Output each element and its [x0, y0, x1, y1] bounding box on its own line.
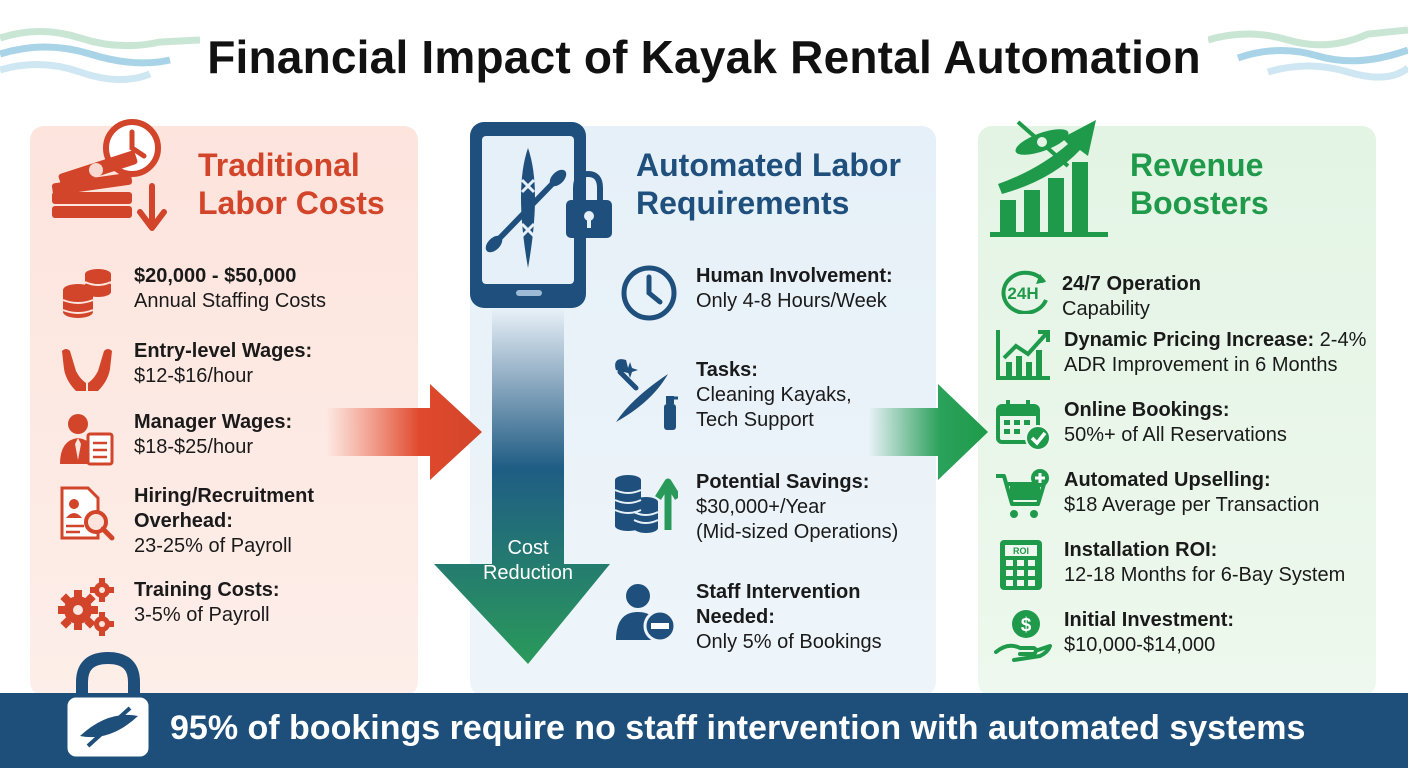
wave-decoration-left — [0, 28, 200, 84]
money-clock-down-icon — [51, 119, 167, 231]
list-item-training: Training Costs: 3-5% of Payroll — [58, 578, 280, 636]
list-item-initial-investment: $ Initial Investment: $10,000-$14,000 — [994, 608, 1234, 664]
list-item-upselling: Automated Upselling: $18 Average per Tran… — [994, 468, 1319, 522]
initial-investment-value: $10,000-$14,000 — [1064, 634, 1216, 656]
hiring-label-2: Overhead: — [134, 510, 233, 532]
human-involvement-value: Only 4-8 Hours/Week — [696, 290, 887, 312]
operation-label: 24/7 Operation — [1062, 273, 1201, 295]
automated-title: Automated Labor Requirements — [636, 147, 901, 221]
list-item-dynamic-pricing: Dynamic Pricing Increase: 2-4% ADR Improv… — [994, 328, 1366, 382]
revenue-title: Revenue Boosters — [1130, 147, 1269, 221]
training-value: 3-5% of Payroll — [134, 604, 270, 626]
coin-stack-icon — [62, 269, 112, 318]
calendar-check-icon — [996, 400, 1051, 451]
entry-wages-value: $12-$16/hour — [134, 365, 253, 387]
online-bookings-label: Online Bookings: — [1064, 399, 1230, 421]
list-item-online-bookings: Online Bookings: 50%+ of All Reservations — [994, 398, 1287, 452]
human-involvement-label: Human Involvement: — [696, 265, 893, 287]
cart-plus-icon — [996, 469, 1049, 518]
phone-kayak-lock-icon — [434, 122, 612, 664]
green-transition-arrow — [868, 384, 988, 480]
tools-kayak-icon — [615, 359, 678, 430]
traditional-title: Traditional Labor Costs — [198, 147, 385, 221]
line-chart-icon — [996, 330, 1050, 380]
initial-investment-label: Initial Investment: — [1064, 609, 1235, 631]
operation-value: Capability — [1062, 298, 1150, 320]
manager-wages-value: $18-$25/hour — [134, 436, 253, 458]
entry-wages-label: Entry-level Wages: — [134, 340, 313, 362]
installation-roi-value: 12-18 Months for 6-Bay System — [1064, 564, 1346, 586]
list-item-human-involvement: Human Involvement: Only 4-8 Hours/Week — [620, 264, 893, 322]
cost-reduction-label: Cost Reduction — [482, 537, 574, 584]
growth-chart-kayak-icon — [990, 120, 1108, 237]
tasks-label: Tasks: — [696, 359, 758, 381]
upselling-label: Automated Upselling: — [1064, 469, 1271, 491]
lock-kayak-icon — [64, 651, 152, 760]
training-label: Training Costs: — [134, 579, 280, 601]
tasks-value: Cleaning Kayaks, — [696, 384, 852, 406]
hiring-label: Hiring/Recruitment — [134, 485, 315, 507]
online-bookings-value: 50%+ of All Reservations — [1064, 424, 1287, 446]
dollar-hand-icon: $ — [994, 610, 1052, 662]
hands-icon — [62, 349, 112, 391]
tasks-value-2: Tech Support — [696, 409, 814, 431]
svg-text:$: $ — [1021, 615, 1032, 636]
page-title: Financial Impact of Kayak Rental Automat… — [207, 31, 1201, 83]
list-item-entry-wages: Entry-level Wages: $12-$16/hour — [58, 339, 312, 397]
person-minus-icon — [616, 584, 677, 643]
svg-text:ROI: ROI — [1013, 546, 1029, 556]
list-item-24-7: 24H 24/7 Operation Capability — [994, 270, 1201, 322]
hiring-value: 23-25% of Payroll — [134, 535, 292, 557]
red-transition-arrow — [326, 384, 482, 480]
manager-clipboard-icon — [60, 414, 114, 466]
banner-text: 95% of bookings require no staff interve… — [170, 709, 1306, 747]
list-item-tasks: Tasks: Cleaning Kayaks, Tech Support — [612, 358, 852, 433]
manager-wages-label: Manager Wages: — [134, 411, 293, 433]
staff-intervention-label-2: Needed: — [696, 606, 775, 628]
upselling-value: $18 Average per Transaction — [1064, 494, 1320, 516]
gears-icon — [58, 578, 114, 636]
24h-icon: 24H — [1001, 270, 1048, 314]
list-item-potential-savings: Potential Savings: $30,000+/Year (Mid-size… — [612, 470, 898, 545]
roi-calculator-icon: ROI — [1000, 540, 1042, 590]
revenue-panel — [978, 126, 1376, 696]
bottom-banner — [0, 693, 1408, 768]
staff-intervention-label: Staff Intervention — [696, 581, 861, 603]
dynamic-pricing-label: Dynamic Pricing Increase: — [1064, 329, 1315, 351]
staffing-amount: $20,000 - $50,000 — [134, 265, 297, 287]
list-item-installation-roi: ROI Installation ROI: 12-18 Months for 6-… — [998, 538, 1345, 592]
svg-text:24H: 24H — [1007, 284, 1038, 303]
clock-icon — [621, 265, 677, 321]
potential-savings-label: Potential Savings: — [696, 471, 870, 493]
installation-roi-label: Installation ROI: — [1064, 539, 1218, 561]
document-search-icon — [60, 486, 115, 541]
list-item-manager-wages: Manager Wages: $18-$25/hour — [58, 410, 292, 468]
staff-intervention-value: Only 5% of Bookings — [696, 631, 882, 653]
wave-decoration-right — [1208, 26, 1408, 81]
dynamic-pricing-value: 2-4% — [1314, 329, 1367, 351]
potential-savings-note: (Mid-sized Operations) — [696, 521, 899, 543]
dynamic-pricing-note: ADR Improvement in 6 Months — [1064, 354, 1338, 376]
potential-savings-value: $30,000+/Year — [696, 496, 826, 518]
staffing-label: Annual Staffing Costs — [134, 290, 326, 312]
coins-arrow-up-icon — [614, 475, 678, 533]
